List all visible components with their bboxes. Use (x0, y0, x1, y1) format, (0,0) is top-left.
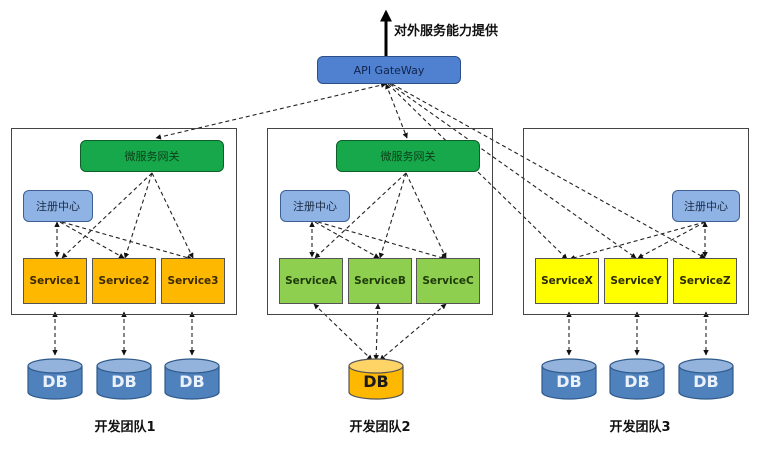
db-label: DB (179, 372, 205, 391)
team2-shared-db[interactable]: DB (348, 358, 404, 400)
db-label: DB (556, 372, 582, 391)
team1-service-3[interactable]: Service3 (161, 258, 225, 304)
link-api-team2-gw (385, 83, 408, 139)
team2-service-b[interactable]: ServiceB (348, 258, 412, 304)
team1-registry[interactable]: 注册中心 (23, 190, 93, 222)
database-icon (609, 358, 665, 400)
team3-service-z[interactable]: ServiceZ (673, 258, 737, 304)
database-icon (164, 358, 220, 400)
external-service-label: 对外服务能力提供 (394, 24, 499, 39)
team3-registry[interactable]: 注册中心 (672, 190, 740, 222)
db-label: DB (42, 372, 68, 391)
team1-db-1[interactable]: DB (27, 358, 83, 400)
team2-registry[interactable]: 注册中心 (280, 190, 350, 222)
link-api-team1-gw (155, 82, 387, 140)
team2-service-c[interactable]: ServiceC (416, 258, 480, 304)
db-label: DB (624, 372, 650, 391)
team1-service-1[interactable]: Service1 (23, 258, 87, 304)
api-gateway-node[interactable]: API GateWay (317, 56, 461, 84)
team1-micro-gateway[interactable]: 微服务网关 (80, 140, 224, 172)
database-icon (27, 358, 83, 400)
link-api-serviceY (389, 83, 637, 259)
database-icon (96, 358, 152, 400)
team3-service-x[interactable]: ServiceX (535, 258, 599, 304)
team3-service-y[interactable]: ServiceY (604, 258, 668, 304)
team3-db-1[interactable]: DB (541, 358, 597, 400)
team1-db-2[interactable]: DB (96, 358, 152, 400)
db-label: DB (693, 372, 719, 391)
team3-label: 开发团队3 (609, 420, 671, 435)
team3-db-2[interactable]: DB (609, 358, 665, 400)
link-api-serviceZ (391, 83, 706, 259)
database-icon (348, 358, 404, 400)
team2-container (267, 128, 493, 315)
team2-service-a[interactable]: ServiceA (279, 258, 343, 304)
database-icon (678, 358, 734, 400)
team1-label: 开发团队1 (94, 420, 156, 435)
team1-service-2[interactable]: Service2 (92, 258, 156, 304)
team2-micro-gateway[interactable]: 微服务网关 (336, 140, 480, 172)
db-label: DB (363, 372, 389, 391)
team1-container (11, 128, 237, 315)
team1-db-3[interactable]: DB (164, 358, 220, 400)
team3-db-3[interactable]: DB (678, 358, 734, 400)
team2-label: 开发团队2 (349, 420, 411, 435)
database-icon (541, 358, 597, 400)
db-label: DB (111, 372, 137, 391)
team3-container (523, 128, 749, 315)
